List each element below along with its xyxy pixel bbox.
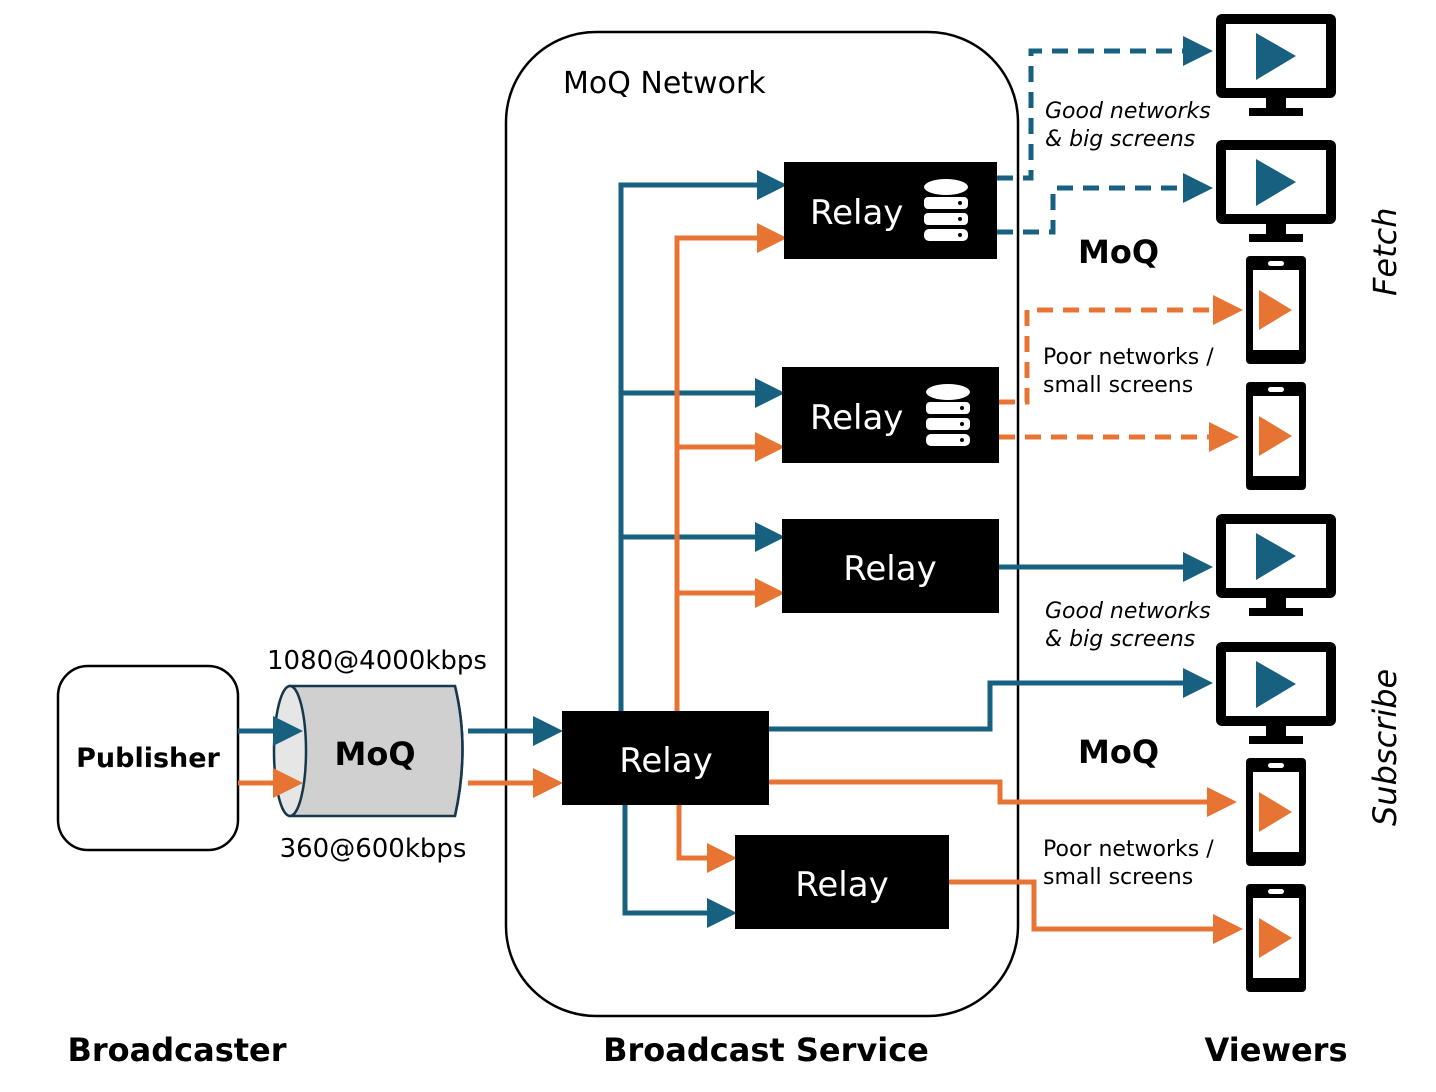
phone-play-icon[interactable]	[1246, 884, 1306, 992]
monitor-play-icon[interactable]	[1216, 14, 1336, 116]
fetch-good-label-1: Good networks	[1045, 99, 1211, 124]
relay-fetch-middle[interactable]: Relay	[782, 367, 999, 463]
subscribe-mode-label: Subscribe	[1366, 669, 1404, 826]
phone-play-icon[interactable]	[1246, 256, 1306, 364]
subscribe-low-routes	[769, 779, 1243, 944]
monitor-play-icon[interactable]	[1216, 140, 1336, 242]
subscribe-good-label-2: & big screens	[1045, 627, 1195, 652]
relay-subscribe-high[interactable]: Relay	[782, 519, 999, 613]
svg-text:Relay: Relay	[619, 741, 712, 781]
subscribe-protocol-label: MoQ	[1078, 733, 1159, 771]
publisher-label: Publisher	[76, 743, 220, 774]
broadcaster-section-label: Broadcaster	[67, 1031, 286, 1069]
fetch-low-routes	[999, 295, 1243, 452]
viewers-section-label: Viewers	[1205, 1031, 1348, 1069]
phone-play-icon[interactable]	[1246, 758, 1306, 866]
fetch-protocol-label: MoQ	[1078, 233, 1159, 271]
viewer-devices	[1216, 14, 1336, 992]
relay-subscribe-low[interactable]: Relay	[735, 835, 949, 929]
internal-low-routes	[674, 223, 787, 873]
svg-text:Relay: Relay	[795, 865, 888, 905]
high-rendition-label: 1080@4000kbps	[267, 646, 487, 676]
subscribe-poor-label-1: Poor networks /	[1043, 837, 1214, 862]
subscribe-poor-label-2: small screens	[1043, 865, 1193, 890]
fetch-good-label-2: & big screens	[1045, 127, 1195, 152]
fetch-poor-label-1: Poor networks /	[1043, 345, 1214, 370]
internal-high-routes	[618, 170, 787, 928]
svg-text:Relay: Relay	[843, 549, 936, 589]
subscribe-high-routes	[769, 552, 1213, 732]
fetch-poor-label-2: small screens	[1043, 373, 1193, 398]
low-rendition-label: 360@600kbps	[280, 834, 467, 864]
phone-play-icon[interactable]	[1246, 382, 1306, 490]
broadcast-service-section-label: Broadcast Service	[603, 1031, 929, 1069]
moq-network-container	[504, 30, 1020, 1018]
relay-fetch-top[interactable]: Relay	[784, 162, 997, 259]
moq-network-title: MoQ Network	[563, 66, 766, 101]
monitor-play-icon[interactable]	[1216, 642, 1336, 744]
database-icon	[926, 384, 970, 446]
fetch-mode-label: Fetch	[1366, 207, 1404, 296]
svg-text:Relay: Relay	[810, 398, 903, 438]
subscribe-good-label-1: Good networks	[1045, 599, 1211, 624]
svg-text:Relay: Relay	[810, 193, 903, 233]
relay-ingest[interactable]: Relay	[562, 711, 769, 805]
database-icon	[924, 179, 968, 241]
moq-transport-label: MoQ	[334, 735, 415, 773]
fetch-high-routes	[997, 36, 1213, 235]
publisher-box[interactable]	[56, 664, 240, 852]
monitor-play-icon[interactable]	[1216, 514, 1336, 616]
